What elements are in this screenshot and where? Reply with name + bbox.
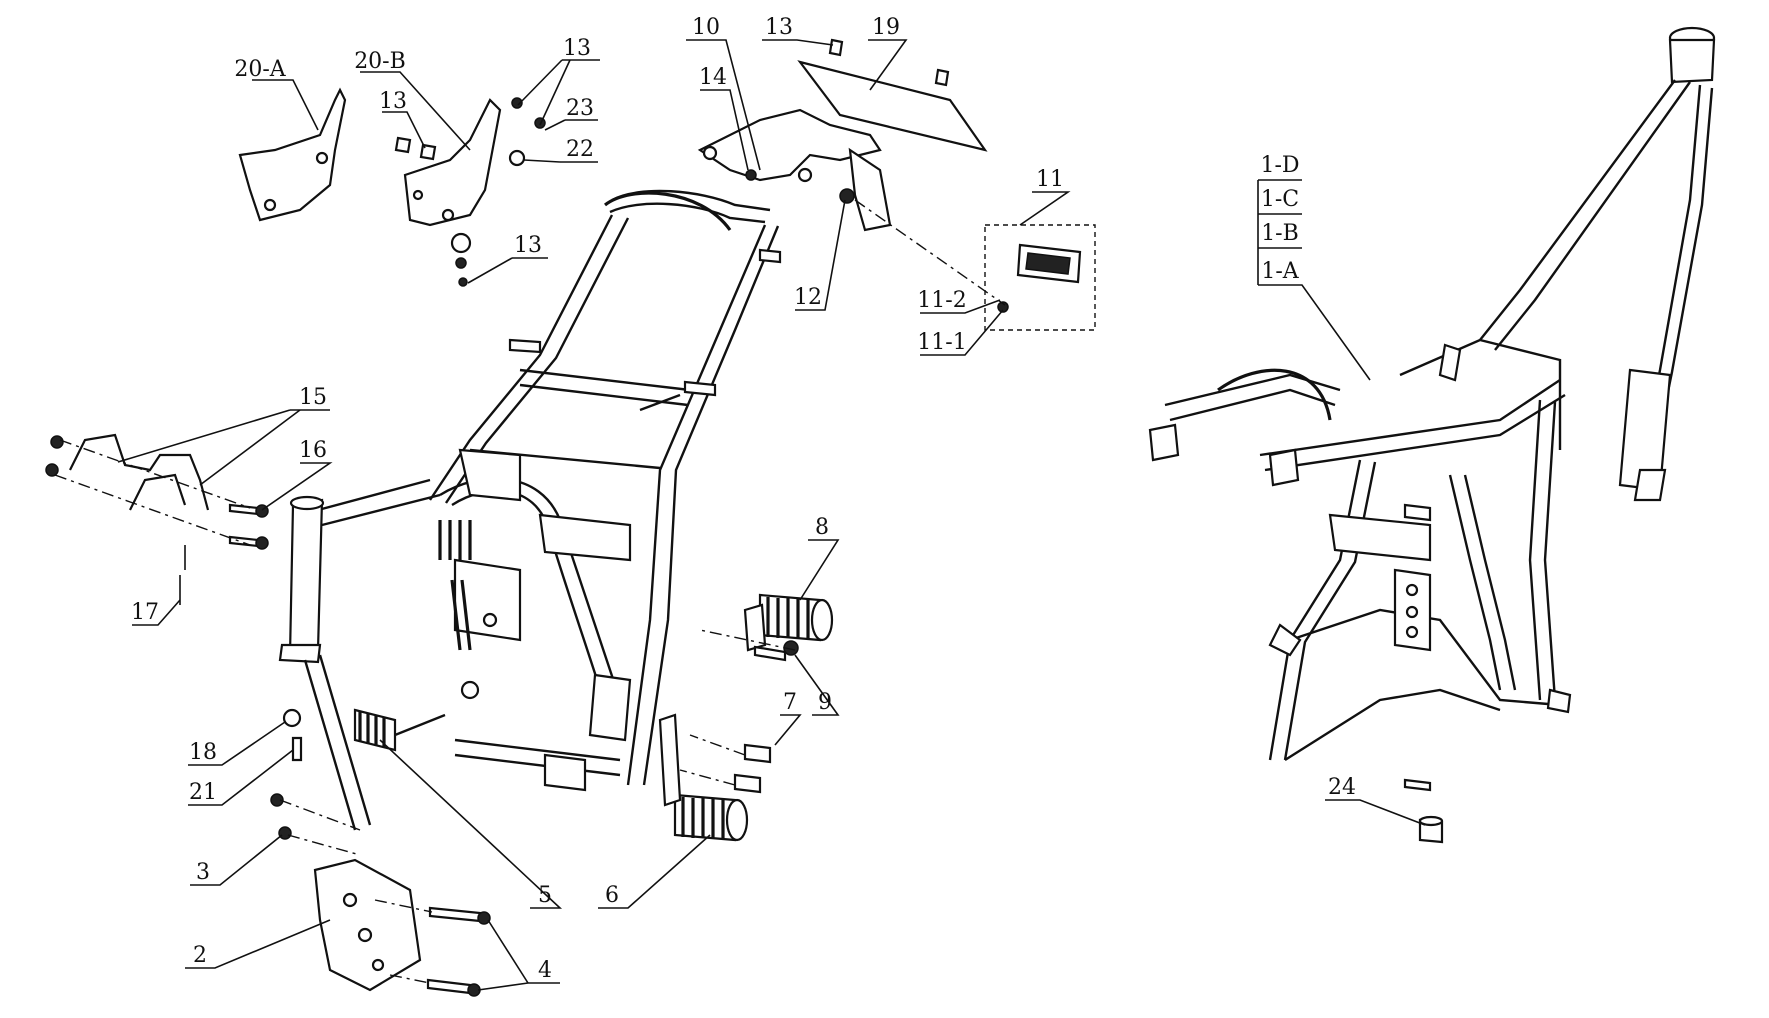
callout-18: 18 — [189, 740, 217, 765]
callout-13: 13 — [765, 15, 793, 40]
callout-3: 3 — [196, 860, 210, 885]
footrest-rear-right — [743, 593, 834, 652]
callout-8: 8 — [815, 515, 829, 540]
callout-11-2: 11-2 — [917, 288, 966, 313]
callout-9: 9 — [818, 690, 832, 715]
callout-15: 15 — [299, 385, 327, 410]
callout-11: 11 — [1036, 167, 1064, 192]
reflector-assembly — [984, 224, 1096, 331]
callout-4: 4 — [538, 958, 552, 983]
callout-6: 6 — [605, 883, 619, 908]
main-frame — [278, 189, 782, 831]
callout-22: 22 — [566, 137, 594, 162]
callout-1c: 1-C — [1261, 187, 1299, 212]
callout-1b: 1-B — [1261, 221, 1299, 246]
bracket-20a — [238, 87, 347, 222]
bracket-front-lower — [313, 858, 422, 992]
footrest-right — [658, 713, 749, 842]
bracket-20b — [403, 98, 502, 227]
callout-1a: 1-A — [1261, 259, 1299, 284]
leader-lines — [117, 39, 1426, 991]
license-plate — [797, 60, 988, 152]
callout-1d: 1-D — [1260, 153, 1299, 178]
callout-16: 16 — [299, 438, 327, 463]
callout-20b: 20-B — [354, 49, 406, 74]
callout-23: 23 — [566, 96, 594, 121]
callout-10: 10 — [692, 15, 720, 40]
rear-fender-bracket — [697, 108, 892, 232]
callout-14: 14 — [699, 65, 727, 90]
alignment-lines — [54, 199, 1006, 984]
callout-17: 17 — [131, 600, 159, 625]
callout-labels: 20-A 20-B 13 13 13 13 23 22 10 14 19 12 … — [131, 15, 1356, 983]
callout-20a: 20-A — [234, 57, 286, 82]
callout-19: 19 — [872, 15, 900, 40]
callout-underlines — [1257, 179, 1302, 285]
cross-member-15 — [45, 433, 210, 511]
callout-21: 21 — [189, 780, 217, 805]
callout-5: 5 — [538, 883, 552, 908]
callout-11-1: 11-1 — [917, 330, 966, 355]
callout-7: 7 — [783, 690, 797, 715]
frame-side-view — [1148, 26, 1716, 844]
callout-13: 13 — [379, 89, 407, 114]
callout-24: 24 — [1328, 775, 1356, 800]
callout-12: 12 — [794, 285, 822, 310]
callout-13: 13 — [563, 36, 591, 61]
callout-13: 13 — [514, 233, 542, 258]
callout-2: 2 — [193, 943, 207, 968]
footrest-left — [353, 708, 446, 752]
